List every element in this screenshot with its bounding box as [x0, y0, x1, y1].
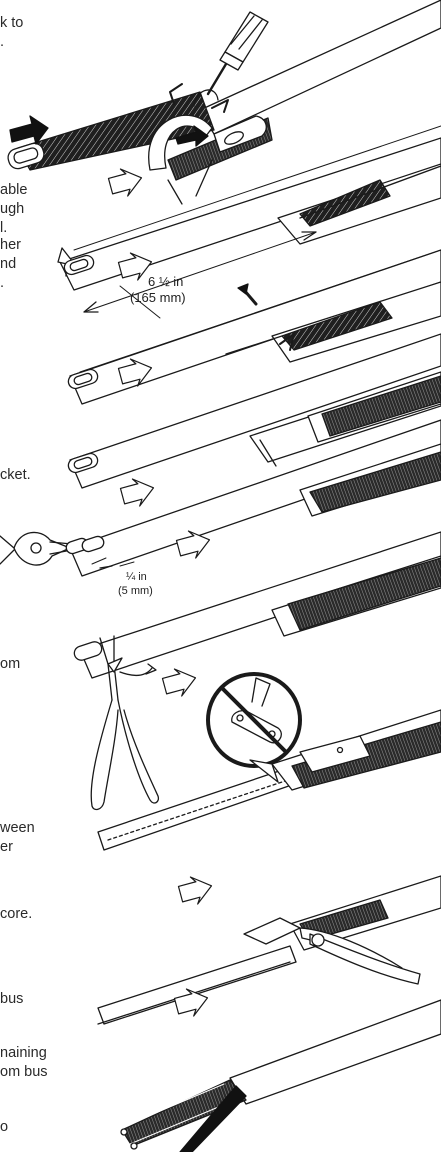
text-fragment: .: [0, 34, 5, 50]
step-4-illustration: [67, 333, 441, 511]
dimension-label-1: 6 ½ in: [148, 274, 183, 289]
step-3-illustration: [67, 249, 441, 405]
step-2-illustration: 6 ½ in (165 mm): [57, 125, 441, 319]
step-9-illustration: [119, 999, 441, 1152]
text-fragment: ugh: [0, 201, 25, 217]
step-6-illustration: [73, 531, 441, 811]
screwdriver-icon: [206, 11, 269, 96]
text-fragment: naining: [0, 1045, 47, 1061]
text-fragment: o: [0, 1119, 9, 1135]
step-7-illustration: [97, 709, 441, 909]
text-fragment: cket.: [0, 467, 31, 483]
dimension-label-2: ¼ in: [126, 571, 147, 583]
text-fragment: core.: [0, 906, 33, 922]
text-fragment: om: [0, 656, 21, 672]
text-fragment: .: [0, 275, 5, 291]
step-1-illustration: [7, 0, 441, 205]
hook-tool-detail: [148, 114, 273, 205]
dimension-label-2-metric: (5 mm): [118, 585, 153, 597]
text-fragment: er: [0, 839, 13, 855]
text-fragment: k to: [0, 15, 24, 31]
pliers-icon: [243, 917, 421, 985]
needle-nose-pliers-icon: [90, 635, 160, 811]
diagonal-cutter-icon: [0, 531, 73, 566]
direction-arrow-icon: [175, 125, 209, 147]
dimension-label-1-metric: (165 mm): [130, 290, 186, 305]
text-fragment: ween: [0, 820, 35, 836]
text-fragment: bus: [0, 991, 24, 1007]
prohibition-icon: [206, 672, 302, 768]
text-fragment: om bus: [0, 1064, 48, 1080]
step-5-illustration: ¼ in (5 mm): [0, 419, 441, 597]
text-fragment: able: [0, 182, 28, 198]
text-fragment: her: [0, 237, 21, 253]
text-fragment: l.: [0, 220, 8, 236]
step-8-illustration: [97, 875, 441, 1025]
push-arrow-icon: [9, 115, 49, 145]
text-fragment: nd: [0, 256, 17, 272]
